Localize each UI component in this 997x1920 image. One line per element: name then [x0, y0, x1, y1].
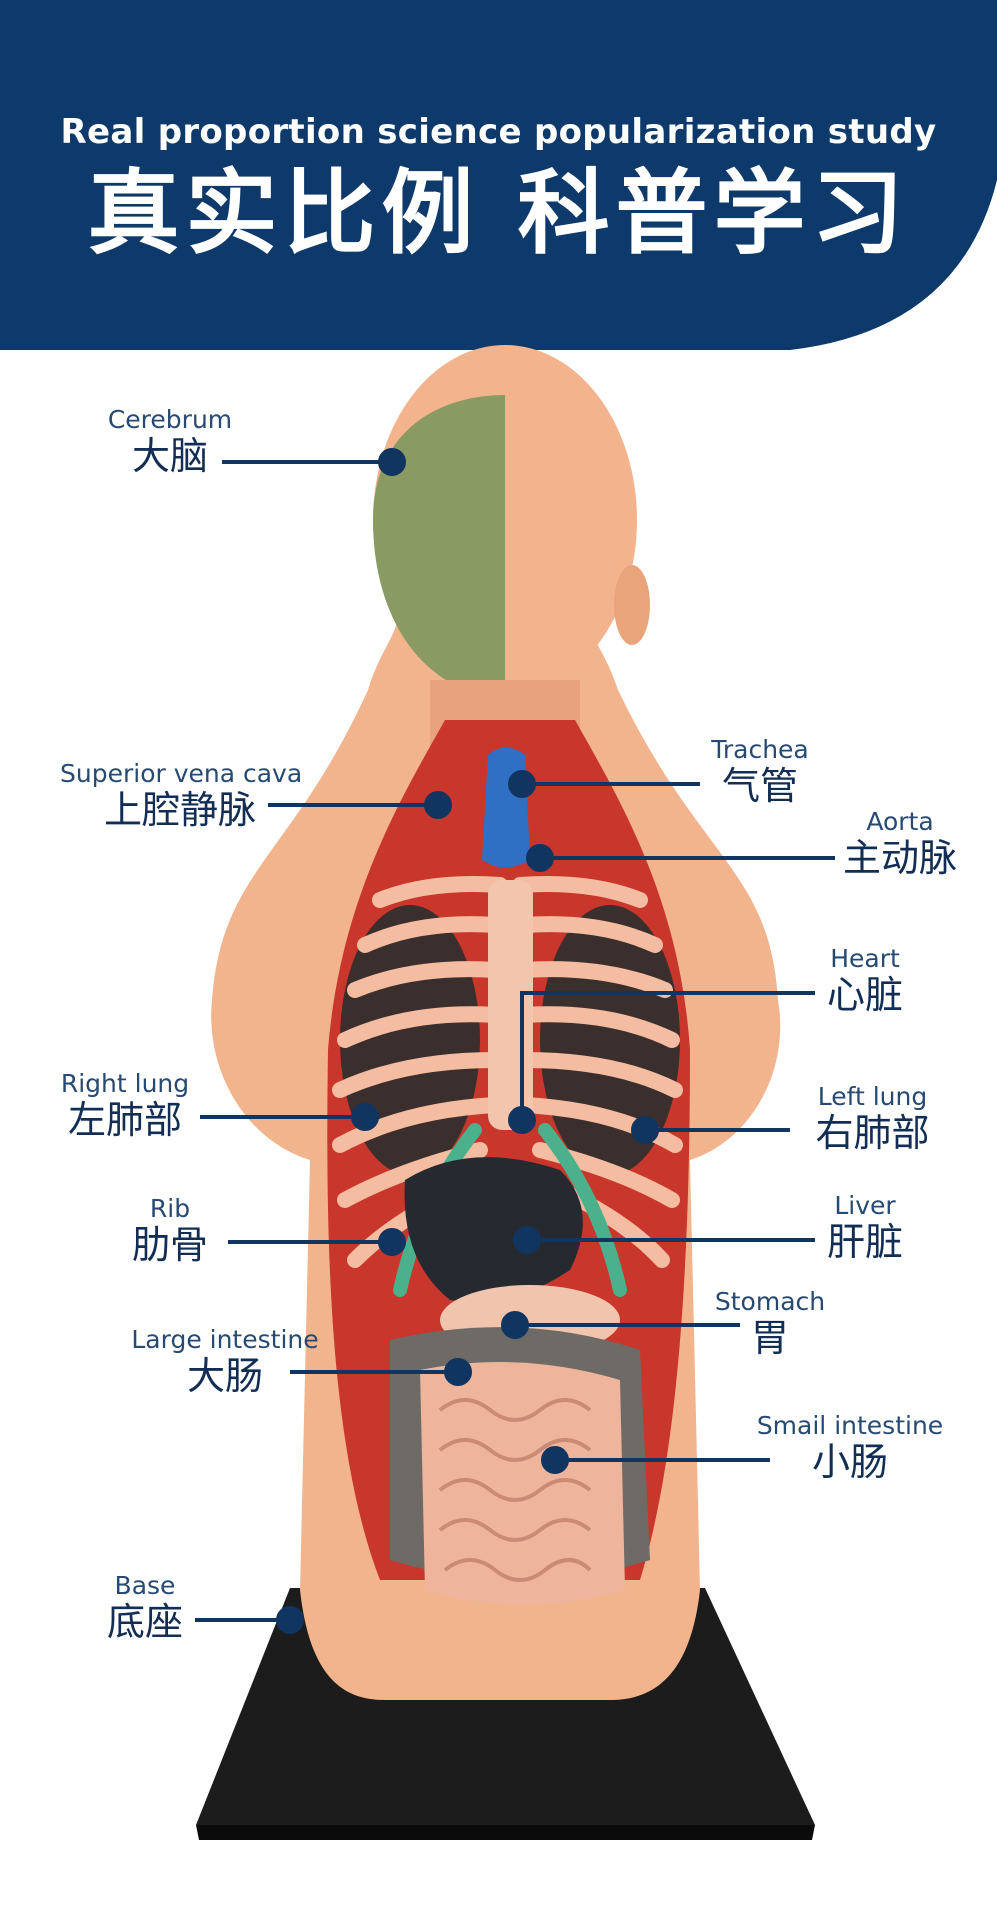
rib-dot — [378, 1228, 406, 1256]
label-superior-vena-cava-en: Superior vena cava — [60, 759, 303, 788]
small-intestine-shape — [420, 1362, 625, 1605]
label-cerebrum: Cerebrum 大脑 — [105, 405, 235, 478]
label-trachea: Trachea 气管 — [700, 735, 820, 808]
aorta-dot — [526, 844, 554, 872]
label-stomach-zh: 胃 — [750, 1315, 789, 1360]
label-large-intestine-zh: 大肠 — [186, 1353, 263, 1398]
label-superior-vena-cava: Superior vena cava 上腔静脉 — [60, 759, 303, 832]
right-lung-dot — [351, 1103, 379, 1131]
label-base: Base 底座 — [95, 1571, 195, 1644]
display-base-front — [196, 1825, 815, 1840]
intestine-coils — [438, 1398, 592, 1582]
label-base-en: Base — [114, 1571, 176, 1600]
label-rib-zh: 肋骨 — [131, 1222, 208, 1267]
label-large-intestine: Large intestine 大肠 — [120, 1325, 330, 1398]
label-right-lung: Right lung 左肺部 — [55, 1069, 195, 1142]
label-stomach-en: Stomach — [714, 1287, 826, 1316]
liver-shape — [404, 1157, 583, 1302]
label-small-intestine: Smail intestine 小肠 — [750, 1411, 950, 1484]
header-banner — [0, 0, 997, 350]
liver-dot — [513, 1226, 541, 1254]
label-left-lung-en: Left lung — [817, 1082, 928, 1111]
label-rib-en: Rib — [149, 1194, 191, 1223]
label-rib: Rib 肋骨 — [120, 1194, 220, 1267]
label-liver: Liver 肝脏 — [815, 1191, 915, 1264]
label-aorta-zh: 主动脉 — [842, 835, 957, 880]
base-dot — [276, 1606, 304, 1634]
label-trachea-zh: 气管 — [721, 763, 798, 808]
label-base-zh: 底座 — [106, 1599, 183, 1644]
label-right-lung-en: Right lung — [60, 1069, 190, 1098]
heart-leader — [520, 991, 815, 1120]
left-lung-dot — [631, 1116, 659, 1144]
label-left-lung: Left lung 右肺部 — [805, 1082, 940, 1155]
banner-shape — [0, 0, 997, 350]
label-large-intestine-en: Large intestine — [131, 1325, 319, 1354]
ear — [614, 565, 650, 645]
label-cerebrum-zh: 大脑 — [131, 433, 208, 478]
banner-title: 真实比例 科普学习 — [87, 160, 910, 267]
label-trachea-en: Trachea — [711, 735, 809, 764]
label-liver-en: Liver — [834, 1191, 896, 1220]
heart-dot — [508, 1106, 536, 1134]
label-right-lung-zh: 左肺部 — [67, 1097, 182, 1142]
label-aorta: Aorta 主动脉 — [835, 807, 965, 880]
label-heart-en: Heart — [830, 944, 900, 973]
label-heart-zh: 心脏 — [826, 972, 903, 1017]
cerebrum-dot — [378, 448, 406, 476]
stomach-dot — [501, 1311, 529, 1339]
trachea-dot — [508, 770, 536, 798]
banner-subtitle: Real proportion science popularization s… — [60, 112, 937, 152]
label-aorta-en: Aorta — [866, 807, 934, 836]
skull-half — [373, 395, 505, 700]
label-left-lung-zh: 右肺部 — [815, 1110, 930, 1155]
vena-cava-dot — [424, 791, 452, 819]
label-cerebrum-en: Cerebrum — [107, 405, 233, 434]
small-intestine-dot — [541, 1446, 569, 1474]
label-small-intestine-zh: 小肠 — [811, 1439, 888, 1484]
large-intestine-dot — [444, 1358, 472, 1386]
rib-cage — [332, 876, 683, 1268]
label-stomach: Stomach 胃 — [700, 1287, 840, 1360]
label-superior-vena-cava-zh: 上腔静脉 — [103, 787, 256, 832]
label-small-intestine-en: Smail intestine — [756, 1411, 944, 1440]
label-liver-zh: 肝脏 — [826, 1219, 903, 1264]
label-heart: Heart 心脏 — [815, 944, 915, 1017]
